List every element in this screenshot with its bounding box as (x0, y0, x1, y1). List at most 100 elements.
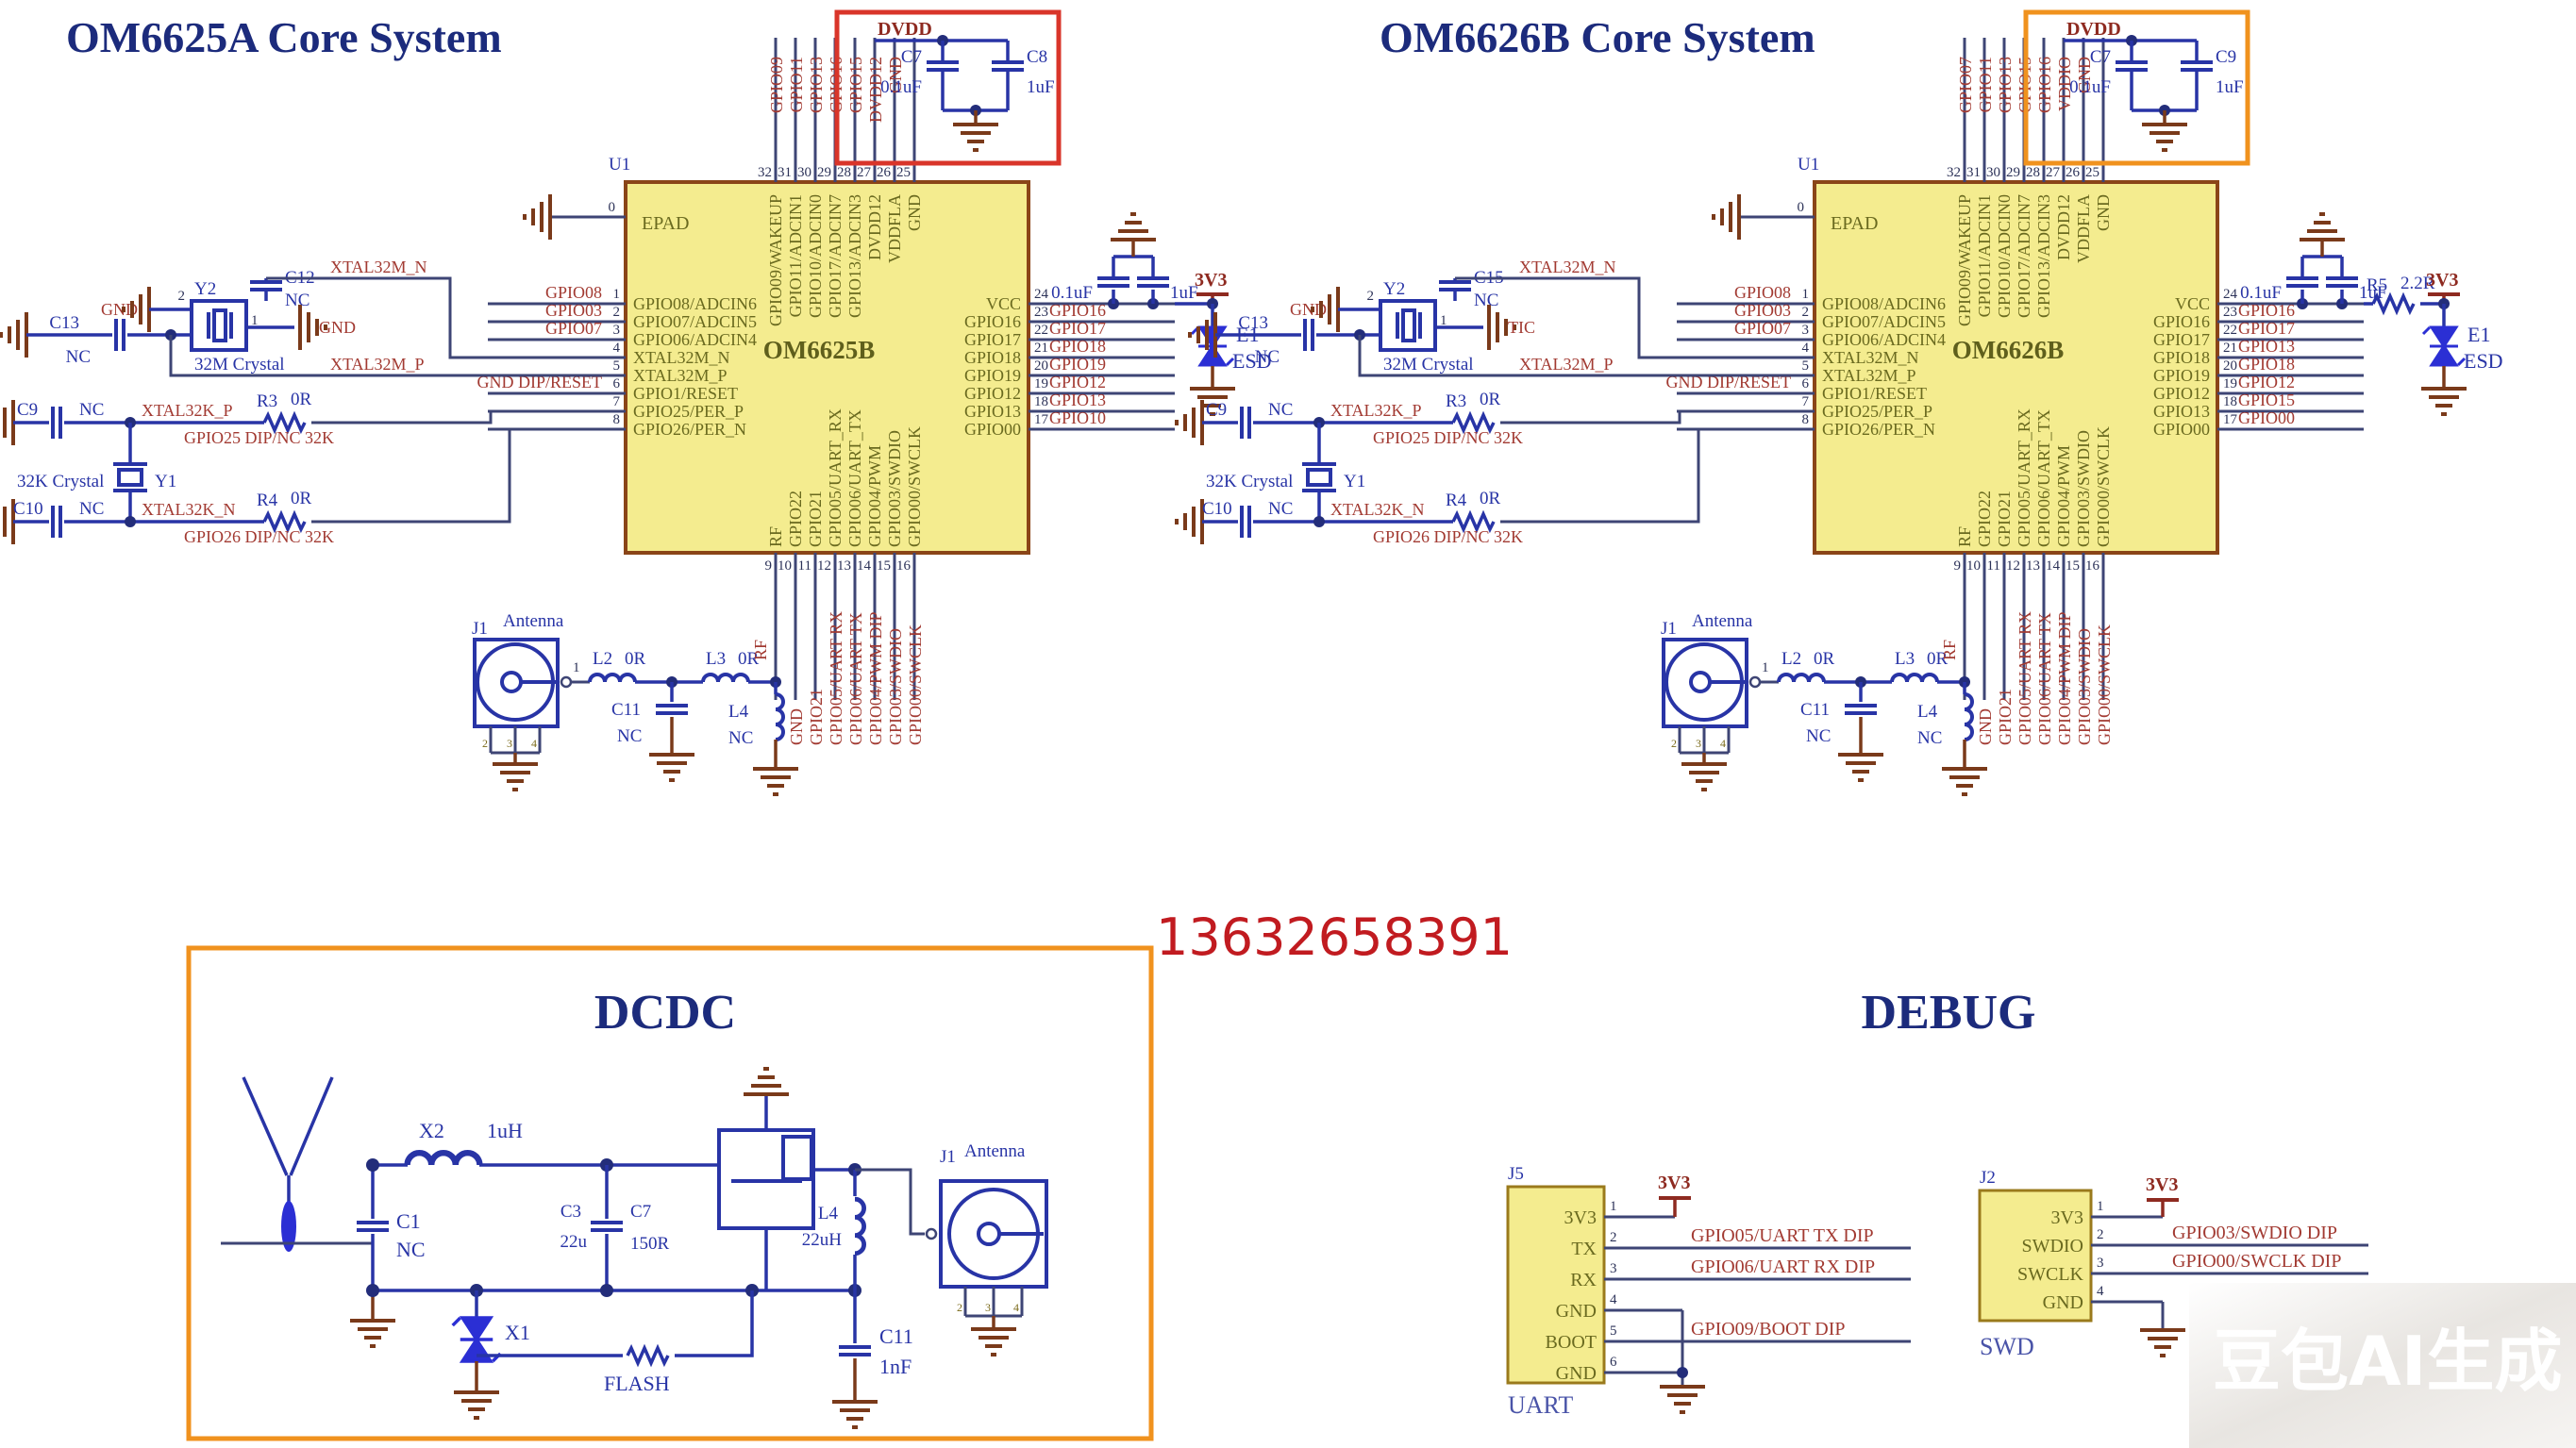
pin-number: 6 (613, 376, 621, 391)
ind-value: 0R (625, 649, 646, 669)
pin-number: 12 (817, 558, 831, 574)
pin-number: 9 (765, 558, 773, 574)
net-label: GPIO07 (1956, 57, 1975, 113)
pin-function: GPIO13/ADCIN3 (845, 194, 864, 318)
cap-value: 0.1uF (1051, 283, 1093, 303)
pin-function: GPIO18 (964, 348, 1021, 367)
right-dvdd-box: DVDD C7 0.1uF C9 1uF (2023, 9, 2250, 166)
net-label: GPIO21 (1996, 689, 2015, 745)
net-label: GPIO12 (1049, 373, 1106, 391)
pin-number: 2 (1610, 1230, 1617, 1245)
ind-ref: L4 (1917, 702, 1938, 722)
ai-badge-text: 豆包AI生成 (2213, 1322, 2563, 1401)
right-chip-top-pin-6: 26 VDDFLA GND (2066, 38, 2094, 263)
rf-net-label: RF (751, 640, 770, 660)
pin-function: GPIO17/ADCIN7 (2015, 194, 2033, 318)
right-chip-right-pin-2: 22 GPIO17 GPIO17 (2153, 319, 2364, 349)
pin-function: GPIO07/ADCIN5 (1822, 312, 1946, 331)
junction-dot (1313, 516, 1325, 527)
pin-number: 31 (1966, 165, 1981, 180)
left-chip-top-pin-1: 31 GPIO11/ADCIN1 GPIO11 (778, 38, 806, 317)
pin-function: GPIO17 (2153, 330, 2210, 349)
res-value: 0R (291, 390, 312, 409)
net-label: GPIO03/SWDIO (886, 628, 905, 745)
left-chip-right-pin-7: 17 GPIO00 GPIO10 (964, 408, 1175, 439)
pin-function: RF (766, 526, 785, 547)
conn-pin: 2 (957, 1301, 962, 1314)
dvdd-highlight-box (2023, 9, 2250, 166)
dcdc-title: DCDC (594, 986, 736, 1040)
dcdc-section: DCDC C1 NC X2 1uH C3 22u C7 150R (186, 945, 1154, 1441)
left-chip-left-pin-2: 3 GPIO06/ADCIN4 GPIO07 (488, 319, 757, 349)
pin-number: 5 (613, 358, 621, 374)
cap-value: NC (66, 347, 91, 367)
uart-connector: J5 UART 3V3 1 TX 2 RX 3 GND 4 BOOT 5 GND… (1506, 1164, 1911, 1419)
pin-number: 5 (1610, 1323, 1617, 1339)
left-chip-bottom-pin-3: 12 GPIO05/UART_RX GPIO05/UART RX (817, 408, 845, 745)
res-ref: R5 (2367, 275, 2387, 295)
net-label: GPIO04/PWM DIP (2055, 611, 2074, 745)
xtal32k-p-wire (1500, 409, 1815, 424)
pin-number: 19 (1034, 376, 1048, 391)
right-chip-right-pin-6: 18 GPIO13 GPIO15 (2153, 391, 2364, 421)
net-label: GPIO09/BOOT DIP (1691, 1319, 1846, 1340)
debug-title: DEBUG (1862, 986, 2036, 1040)
esd-name: ESD (2464, 349, 2503, 373)
net-label: XTAL32M_P (1519, 355, 1614, 374)
pin-number: 32 (1947, 165, 1961, 180)
ind-value: 0R (738, 649, 760, 669)
cap-ref: C10 (13, 499, 43, 519)
pin-number: 24 (1034, 287, 1049, 302)
pin-function: GPIO05/UART_RX (2015, 408, 2033, 547)
net-label: XTAL32M_P (330, 355, 425, 374)
pin-function: GPIO19 (964, 366, 1021, 385)
left-chip-top-pin-5: 27 DVDD12 DVDD12 (857, 38, 885, 260)
antenna-base (281, 1201, 296, 1252)
cap-value: 1uF (2359, 283, 2387, 303)
pin-number: 19 (2223, 376, 2237, 391)
pin-function: XTAL32M_P (1822, 366, 1916, 385)
ind-ref: L2 (1781, 649, 1801, 669)
pin-number: 25 (2085, 165, 2099, 180)
pin-function: VDDFLA (885, 194, 904, 263)
right-chip-bottom-pin-2: 11 GPIO21 GPIO21 (1987, 491, 2015, 745)
xtal32m-n-wire (1455, 276, 1815, 359)
crystal-pin: 2 (178, 289, 186, 304)
cap-value: NC (396, 1238, 426, 1261)
pin-number: 11 (798, 558, 811, 574)
pin-function: VCC (986, 294, 1021, 313)
right-chip-bottom-pin-0: 9 RF (1954, 526, 1974, 700)
pin-number: 23 (2223, 305, 2237, 320)
pin-open-circle (925, 1227, 938, 1240)
power-label: 3V3 (1658, 1173, 1690, 1193)
net-label: GPIO03 (545, 301, 602, 320)
res-ref: R3 (257, 391, 277, 411)
pin-number: 29 (2006, 165, 2020, 180)
pin-function: GPIO13 (964, 402, 1021, 421)
right-core-system: OM6626B Core System U1 EPAD OM6626B 0 1 … (1175, 9, 2503, 796)
right-chip-right-pin-4: 20 GPIO19 GPIO18 (2153, 355, 2364, 385)
cap-value: 1uF (1027, 77, 1055, 97)
left-chip-top-pin-2: 30 GPIO10/ADCIN0 GPIO13 (797, 38, 826, 318)
cap-value: 0.1uF (2069, 77, 2111, 97)
net-label: GPIO16 (2238, 301, 2295, 320)
swd-pin-3: GND 4 (2043, 1284, 2104, 1313)
uart-pin-3: GND 4 (1556, 1292, 1617, 1322)
pin-number: 24 (2223, 287, 2238, 302)
pin-number: 22 (1034, 323, 1048, 338)
left-chip-bottom-pin-6: 15 GPIO03/SWDIO GPIO03/SWDIO (877, 430, 905, 745)
cap-value: 0.1uF (2240, 283, 2282, 303)
crystal-pin: 1 (251, 313, 259, 328)
net-label: GPIO13 (1049, 391, 1106, 409)
right-chip-bottom-pin-3: 12 GPIO05/UART_RX GPIO05/UART RX (2006, 408, 2034, 745)
net-label: GPIO07 (545, 319, 602, 338)
pin-number: 3 (613, 323, 621, 338)
res-value: 0R (291, 489, 312, 508)
ind-value: 22uH (802, 1230, 843, 1250)
net-label: GPIO18 (2238, 355, 2295, 374)
flash-wire (675, 1290, 754, 1357)
epad-pin-number: 0 (1798, 200, 1805, 215)
right-chip-top-pin-1: 31 GPIO11/ADCIN1 GPIO11 (1966, 38, 1995, 317)
ind-ref: L4 (728, 702, 749, 722)
right-chip-top-pin-0: 32 GPIO09/WAKEUP GPIO07 (1947, 38, 1975, 326)
